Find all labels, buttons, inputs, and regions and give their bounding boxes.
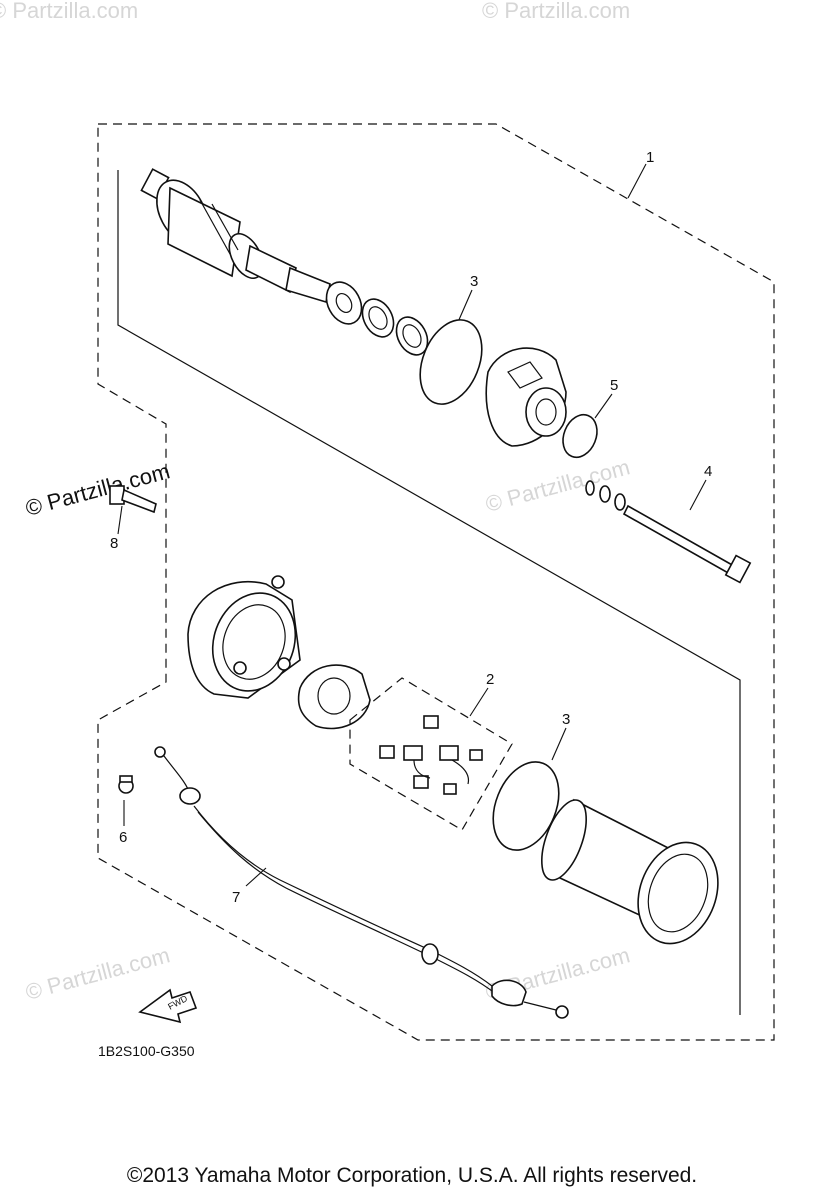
- callout-2: 2: [486, 671, 494, 688]
- callout-3-lower: 3: [562, 711, 570, 728]
- bearing: [361, 298, 395, 338]
- front-cover: [485, 347, 567, 447]
- fwd-arrow-icon: FWD: [138, 988, 198, 1024]
- leader-3b: [551, 727, 567, 761]
- bolt-6: [118, 775, 134, 794]
- brush-holder: [297, 664, 371, 730]
- through-bolt-assembly: [585, 480, 752, 584]
- assembly-boundary: [97, 123, 775, 1041]
- callout-3-upper: 3: [470, 273, 478, 290]
- o-ring-lower: [492, 761, 560, 851]
- callout-4: 4: [704, 463, 712, 480]
- yoke: [541, 798, 719, 945]
- cable-7: [154, 746, 569, 1019]
- leader-5: [594, 393, 613, 419]
- leader-1: [627, 163, 647, 199]
- brush-set: [379, 715, 483, 795]
- watermark-mid-right: © Partzilla.com: [483, 454, 633, 517]
- leader-7: [245, 867, 267, 887]
- diagram-code: 1B2S100-G350: [98, 1043, 195, 1059]
- watermark-bottom-left: © Partzilla.com: [23, 942, 173, 1005]
- leader-4: [689, 479, 707, 511]
- leader-8: [117, 505, 123, 535]
- starter-outline: [117, 170, 741, 1015]
- armature: [140, 168, 331, 304]
- watermark-top-left: © Partzilla.com: [0, 0, 138, 23]
- callout-1: 1: [646, 149, 654, 166]
- o-ring-small: [562, 413, 598, 459]
- callout-7: 7: [232, 889, 240, 906]
- watermark-main: © Partzilla.com: [23, 458, 173, 521]
- o-ring-upper: [419, 319, 483, 405]
- copyright-notice: ©2013 Yamaha Motor Corporation, U.S.A. A…: [126, 1164, 698, 1187]
- brush-set-boundary: [349, 677, 513, 831]
- callout-8: 8: [110, 535, 118, 552]
- leader-3a: [457, 289, 473, 323]
- rear-cover: [187, 575, 301, 699]
- callout-6: 6: [119, 829, 127, 846]
- screw-8: [109, 485, 157, 514]
- callout-5: 5: [610, 377, 618, 394]
- watermark-top-center: © Partzilla.com: [482, 0, 630, 23]
- washer: [325, 281, 363, 325]
- leader-2: [469, 687, 489, 717]
